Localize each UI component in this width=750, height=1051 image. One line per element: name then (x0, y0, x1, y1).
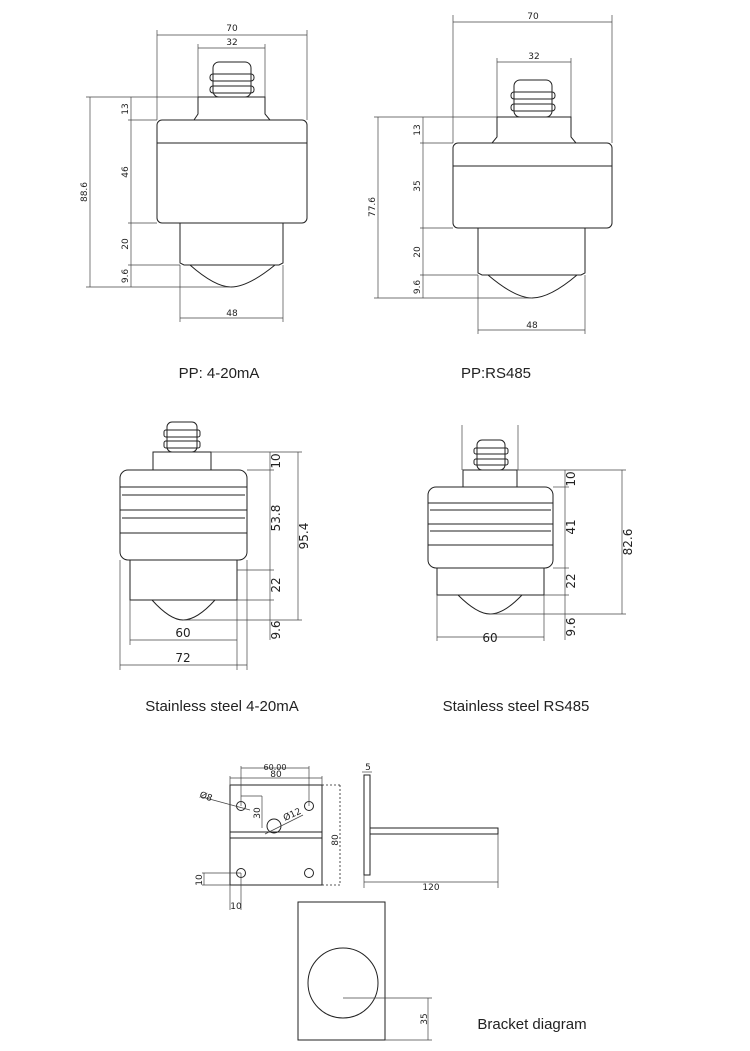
dim-3: 22 (564, 573, 578, 588)
dim-total: 77.6 (368, 197, 378, 217)
dim-4: 9.6 (564, 617, 578, 636)
ss-rs485-drawing: 10 41 82.6 22 9.6 60 (427, 425, 635, 645)
dim-total: 95.4 (297, 523, 311, 550)
dim-hole-spacing: 60.00 (264, 763, 287, 772)
dim-3: 20 (413, 246, 423, 258)
caption-bracket: Bracket diagram (477, 1016, 587, 1033)
dim-height: 80 (331, 834, 341, 846)
dim-3: 20 (121, 238, 131, 250)
caption-ss-4-20ma: Stainless steel 4-20mA (145, 698, 299, 715)
dim-width: 70 (226, 24, 238, 34)
dim-inner: 60 (482, 631, 497, 645)
dim-2: 35 (413, 180, 423, 191)
dim-center-dia: Ø12 (282, 806, 303, 824)
pp-rs485-drawing: 70 32 77.6 13 35 20 9.6 48 (368, 12, 613, 334)
dim-2: 41 (564, 519, 578, 534)
dim-4: 9.6 (121, 269, 131, 284)
dim-bottom: 48 (226, 309, 238, 319)
dim-2: 46 (121, 166, 131, 178)
ss-4-20ma-drawing: 10 53.8 95.4 22 9.6 60 72 (119, 421, 311, 670)
dim-1: 13 (121, 103, 131, 114)
dim-thickness: 5 (365, 763, 371, 773)
caption-pp-4-20ma: PP: 4-20mA (178, 365, 260, 382)
dim-inner: 60 (175, 626, 190, 640)
caption-ss-rs485: Stainless steel RS485 (442, 698, 590, 715)
dim-3: 22 (269, 577, 283, 592)
dim-neck: 32 (528, 52, 539, 62)
dim-width: 80 (270, 770, 282, 780)
bracket-drawing: 60.00 80 Ø8 30 Ø12 80 10 10 5 120 35 (195, 763, 499, 1041)
dim-outer: 72 (175, 651, 190, 665)
dim-1: 13 (413, 124, 423, 135)
caption-pp-rs485: PP:RS485 (460, 365, 532, 382)
dim-total: 88.6 (80, 182, 90, 202)
dim-edge-v: 10 (195, 874, 205, 886)
pp-4-20ma-drawing: 70 32 88.6 13 46 20 9.6 48 (80, 24, 308, 322)
dim-4: 9.6 (413, 280, 423, 295)
dim-hole-dia: Ø8 (198, 789, 214, 804)
dim-1: 10 (269, 453, 283, 468)
dim-width: 70 (527, 12, 539, 22)
dim-length: 120 (422, 883, 439, 893)
dim-bottom: 48 (526, 321, 538, 331)
dim-total: 82.6 (621, 529, 635, 556)
dim-4: 9.6 (269, 620, 283, 639)
dim-edge-h: 10 (230, 902, 242, 912)
dim-bottom: 35 (420, 1013, 430, 1024)
dim-neck: 32 (226, 38, 237, 48)
dim-1: 10 (564, 471, 578, 486)
dim-2: 53.8 (269, 505, 283, 532)
dim-center-offset: 30 (253, 807, 263, 819)
